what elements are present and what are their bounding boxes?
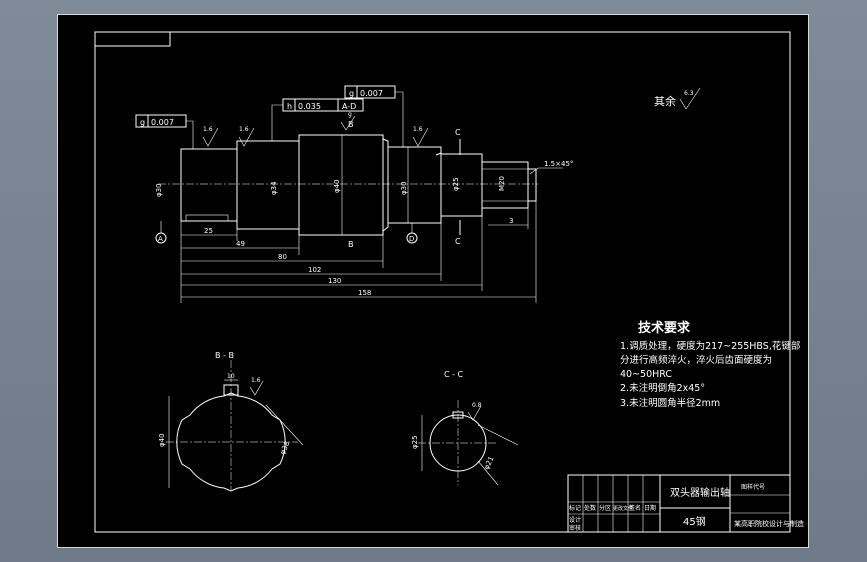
section-c-marks: C C B B <box>348 120 461 249</box>
datum-d: D <box>406 223 418 244</box>
svg-text:更改文件: 更改文件 <box>613 505 633 512</box>
svg-text:1.6: 1.6 <box>203 126 213 133</box>
svg-text:B: B <box>348 240 354 249</box>
svg-text:3: 3 <box>509 217 513 225</box>
svg-text:g: g <box>349 89 354 98</box>
svg-text:B: B <box>348 120 354 129</box>
svg-text:g: g <box>348 111 352 118</box>
svg-text:10: 10 <box>227 373 235 380</box>
drawing-no: 图样代号 <box>741 483 765 491</box>
svg-text:分区: 分区 <box>599 504 611 512</box>
tol-frame-right: g 0.007 <box>344 85 404 147</box>
tol-frame-left: g 0.007 <box>135 114 194 149</box>
svg-text:审核: 审核 <box>569 524 581 532</box>
svg-text:设计: 设计 <box>569 516 581 524</box>
dimension-lines: 25 49 80 102 130 158 3 <box>180 201 537 303</box>
svg-text:102: 102 <box>308 266 321 274</box>
svg-text:B - B: B - B <box>215 351 234 360</box>
chamfer-leader <box>529 167 563 175</box>
datum-a: A <box>155 221 167 244</box>
section-bb: B - B φ40 10 φ38 1.6 <box>158 351 304 492</box>
svg-text:0.8: 0.8 <box>472 402 482 409</box>
svg-text:1.6: 1.6 <box>413 126 423 133</box>
svg-text:φ21: φ21 <box>483 455 496 471</box>
roughness-marks: 1.6 1.6 1.6 g <box>202 111 429 147</box>
section-cc: C - C φ25 φ21 0.8 <box>411 370 519 486</box>
svg-text:φ34: φ34 <box>270 181 278 195</box>
svg-text:h: h <box>287 102 292 111</box>
roughness-rest-symbol <box>679 87 701 110</box>
chamfer-label: 1.5×45° <box>544 160 573 168</box>
part-name: 双头器输出轴 <box>670 486 730 499</box>
svg-text:φ40: φ40 <box>158 433 166 447</box>
drawing-sheet: g 0.007 h 0.035 A-D g 0.007 1.6 1.6 1.6 … <box>57 14 809 548</box>
tol-left-value: 0.007 <box>151 118 174 127</box>
school-name: 某高职院校设计与制造 <box>734 519 804 528</box>
svg-text:49: 49 <box>236 240 245 248</box>
svg-text:φ25: φ25 <box>452 177 460 191</box>
tol-mid-value: 0.035 <box>298 102 321 111</box>
svg-text:C: C <box>455 128 461 137</box>
svg-text:处数: 处数 <box>584 504 596 512</box>
tech-line-4: 2.未注明倒角2x45° <box>620 382 705 394</box>
material: 45钢 <box>683 515 706 528</box>
svg-text:签名: 签名 <box>629 504 641 512</box>
svg-text:C - C: C - C <box>444 370 464 379</box>
tech-line-3: 40~50HRC <box>620 369 672 380</box>
tol-mid-datum: A-D <box>342 102 356 111</box>
svg-text:A: A <box>158 235 163 243</box>
svg-text:130: 130 <box>328 277 341 285</box>
cad-drawing: g 0.007 h 0.035 A-D g 0.007 1.6 1.6 1.6 … <box>94 31 804 533</box>
svg-text:D: D <box>409 235 414 243</box>
svg-text:φ40: φ40 <box>333 179 341 193</box>
svg-text:φ30: φ30 <box>155 183 163 197</box>
svg-text:标记: 标记 <box>569 504 581 512</box>
tol-frame-mid: h 0.035 A-D <box>271 98 364 141</box>
roughness-rest-label: 其余 <box>654 94 676 108</box>
svg-text:日期: 日期 <box>644 504 656 512</box>
svg-text:g: g <box>140 118 145 127</box>
svg-text:φ38: φ38 <box>279 440 292 456</box>
shaft-outline <box>180 134 537 236</box>
diameter-labels: φ30 φ34 φ40 φ30 φ25 M20 <box>155 176 506 197</box>
tech-title: 技术要求 <box>638 320 691 336</box>
svg-text:80: 80 <box>278 253 287 261</box>
inner-frame <box>94 31 791 533</box>
roughness-rest-value: 6.3 <box>684 90 694 97</box>
svg-text:φ25: φ25 <box>411 435 419 449</box>
tech-line-1: 1.调质处理，硬度为217~255HBS,花键部 <box>620 340 800 352</box>
svg-text:158: 158 <box>358 289 371 297</box>
tech-requirements: 技术要求 1.调质处理，硬度为217~255HBS,花键部 分进行高频淬火，淬火… <box>620 320 800 409</box>
tech-line-5: 3.未注明圆角半径2mm <box>620 397 720 409</box>
tech-line-2: 分进行高频淬火，淬火后齿面硬度为 <box>620 354 772 366</box>
title-block: 标记 处数 分区 更改文件 签名 日期 设计 审核 双头器输出轴 45钢 图样代… <box>567 474 804 533</box>
svg-text:φ30: φ30 <box>400 181 408 195</box>
corner-label-box <box>94 31 171 47</box>
svg-text:M20: M20 <box>498 176 506 191</box>
svg-text:25: 25 <box>204 227 213 235</box>
svg-text:C: C <box>455 237 461 246</box>
svg-text:1.6: 1.6 <box>251 377 261 384</box>
tol-right-value: 0.007 <box>360 89 383 98</box>
svg-text:1.6: 1.6 <box>239 126 249 133</box>
